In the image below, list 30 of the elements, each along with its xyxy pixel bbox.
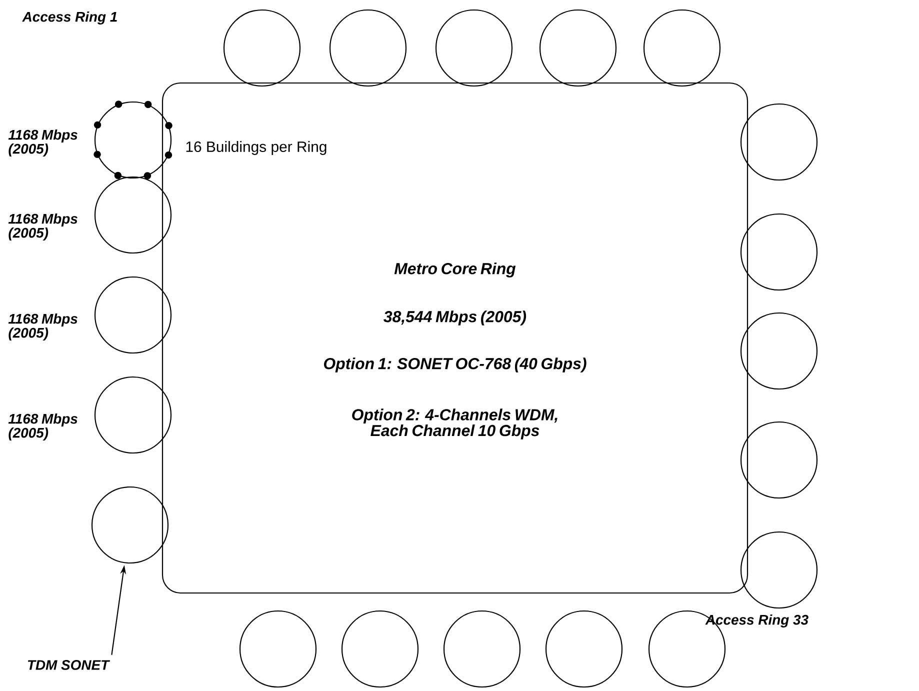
ring-circle xyxy=(329,9,407,87)
ring-circle xyxy=(94,276,172,354)
note-text: 16 Buildings per Ring xyxy=(186,141,326,155)
ring-label: 1168 Mbps (2005) xyxy=(8,130,78,156)
ring-circle xyxy=(91,486,169,564)
ring-circle xyxy=(740,213,818,291)
ring-circle xyxy=(223,9,301,87)
ring-circle xyxy=(740,103,818,181)
ring-circle xyxy=(443,610,521,688)
ring-label: Access Ring 1 xyxy=(22,12,117,24)
ring-circle xyxy=(643,9,721,87)
ring-circle xyxy=(239,610,317,688)
ring-circle xyxy=(341,610,419,688)
core-text: Option 1: SONET OC-768 (40 Gbps) xyxy=(324,358,586,372)
core-text: Metro Core Ring xyxy=(394,262,516,278)
ring-circle xyxy=(545,610,623,688)
ring-circle xyxy=(740,421,818,499)
core-text: 38,544 Mbps (2005) xyxy=(384,310,526,326)
ring-circle xyxy=(94,176,172,254)
ring-circle xyxy=(435,9,513,87)
ring-label: 1168 Mbps (2005) xyxy=(8,214,78,240)
dotted-ring-circle xyxy=(94,100,172,180)
ring-circle xyxy=(539,9,617,87)
annotation-text: TDM SONET xyxy=(28,660,110,670)
ring-label: 1168 Mbps (2005) xyxy=(8,414,78,440)
core-text: Option 2: 4-Channels WDM, Each Channel 10 Gbps xyxy=(352,408,558,440)
ring-label: 1168 Mbps (2005) xyxy=(8,314,78,340)
ring-circle xyxy=(94,376,172,454)
ring-circle xyxy=(740,531,818,609)
ring-circle xyxy=(740,312,818,390)
